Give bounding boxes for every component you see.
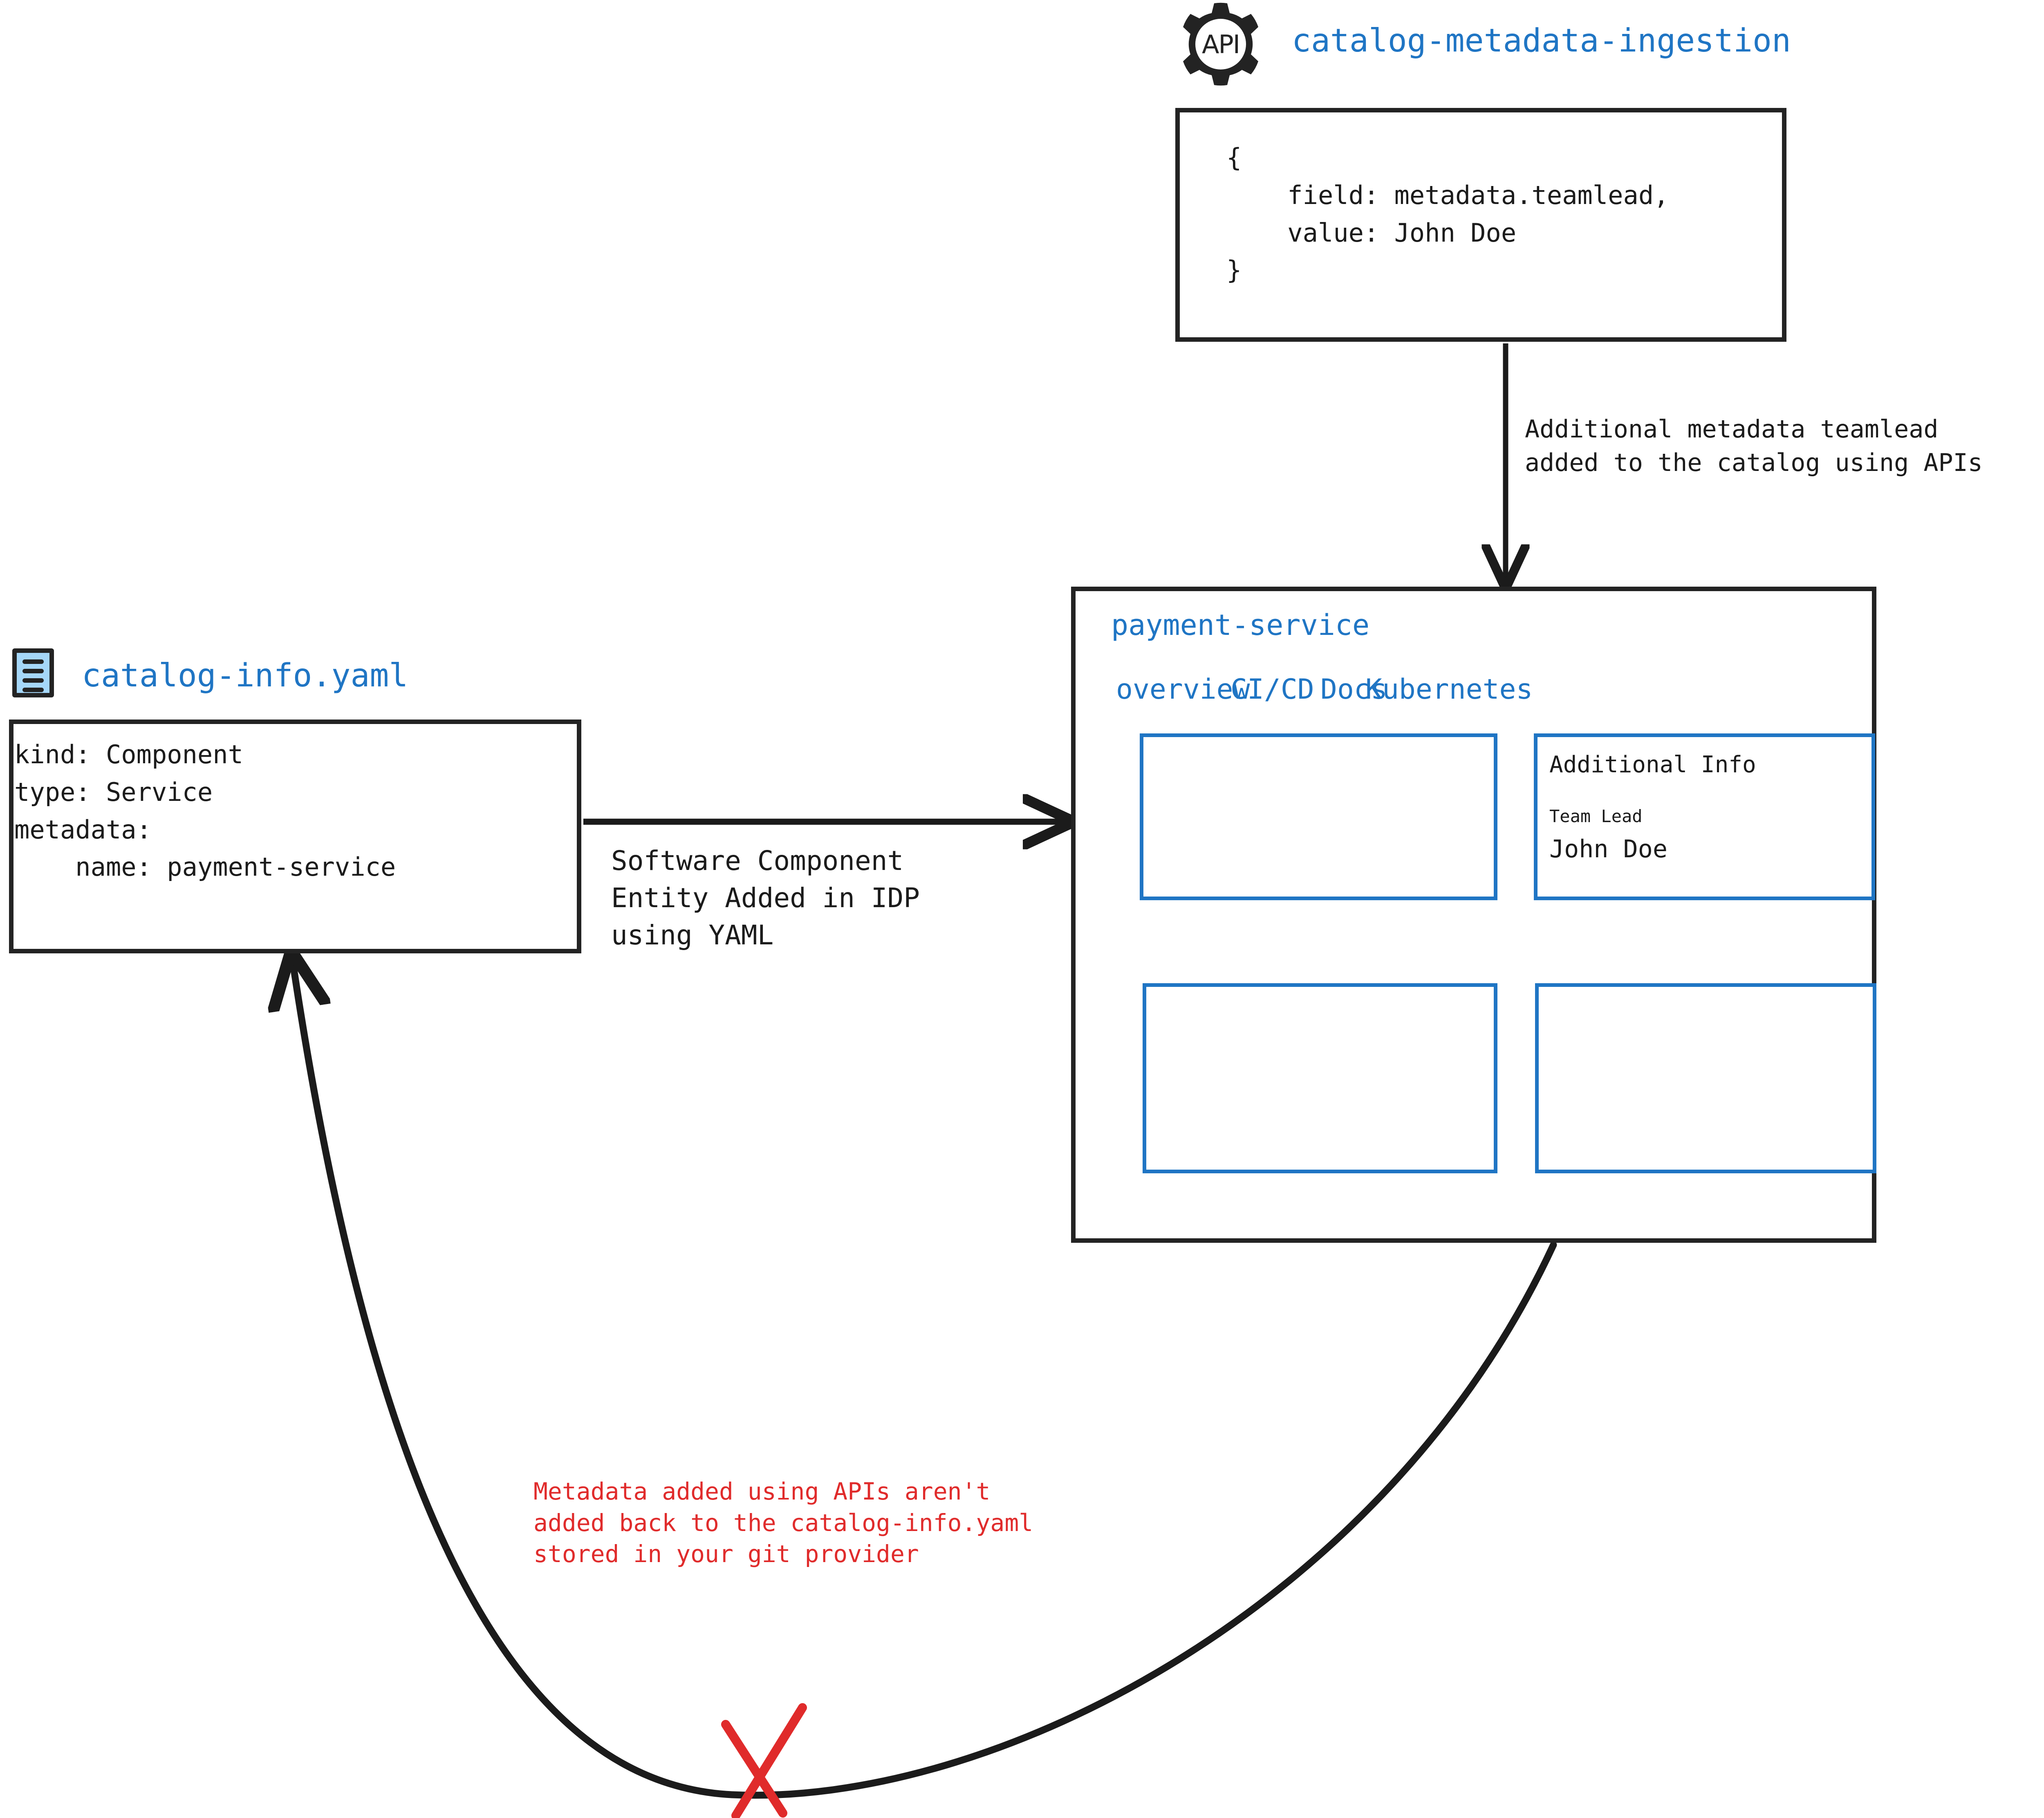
blocked-x-icon (721, 1703, 807, 1818)
yaml-icon-line (22, 669, 44, 673)
yaml-content-code: kind: Component type: Service metadata: … (14, 740, 396, 882)
edge-label-yaml-to-panel: Software Component Entity Added in IDP u… (611, 845, 920, 951)
tab-overview[interactable]: overview (1116, 673, 1250, 706)
api-icon-label: API (1201, 29, 1240, 59)
additional-info-heading: Additional Info (1549, 751, 1756, 778)
yaml-node-title: catalog-info.yaml (82, 657, 408, 694)
card-additional-info[interactable] (1534, 733, 1875, 900)
yaml-file-icon (12, 648, 54, 697)
yaml-icon-line (22, 678, 44, 683)
card-bottom-left[interactable] (1143, 983, 1497, 1173)
idp-panel-title: payment-service (1111, 608, 1370, 642)
api-node-title: catalog-metadata-ingestion (1292, 22, 1791, 59)
yaml-icon-line (22, 688, 44, 692)
card-overview[interactable] (1140, 733, 1497, 900)
yaml-content-box (9, 720, 581, 953)
tab-cicd[interactable]: CI/CD (1230, 673, 1314, 706)
yaml-icon-line (22, 659, 44, 664)
team-lead-label: Team Lead (1549, 806, 1643, 826)
api-payload-box (1175, 108, 1786, 342)
tab-kubernetes[interactable]: Kubernetes (1365, 673, 1533, 706)
card-bottom-right[interactable] (1535, 983, 1876, 1173)
team-lead-value: John Doe (1549, 835, 1667, 863)
api-payload-code: { field: metadata.teamlead, value: John … (1226, 143, 1669, 285)
edge-label-blocked-warning: Metadata added using APIs aren't added b… (533, 1477, 1033, 1568)
tab-docs[interactable]: Docs (1320, 673, 1387, 706)
edge-label-api-to-panel: Additional metadata teamlead added to th… (1525, 415, 1983, 477)
api-gear-icon-wrap: API (1180, 3, 1262, 85)
